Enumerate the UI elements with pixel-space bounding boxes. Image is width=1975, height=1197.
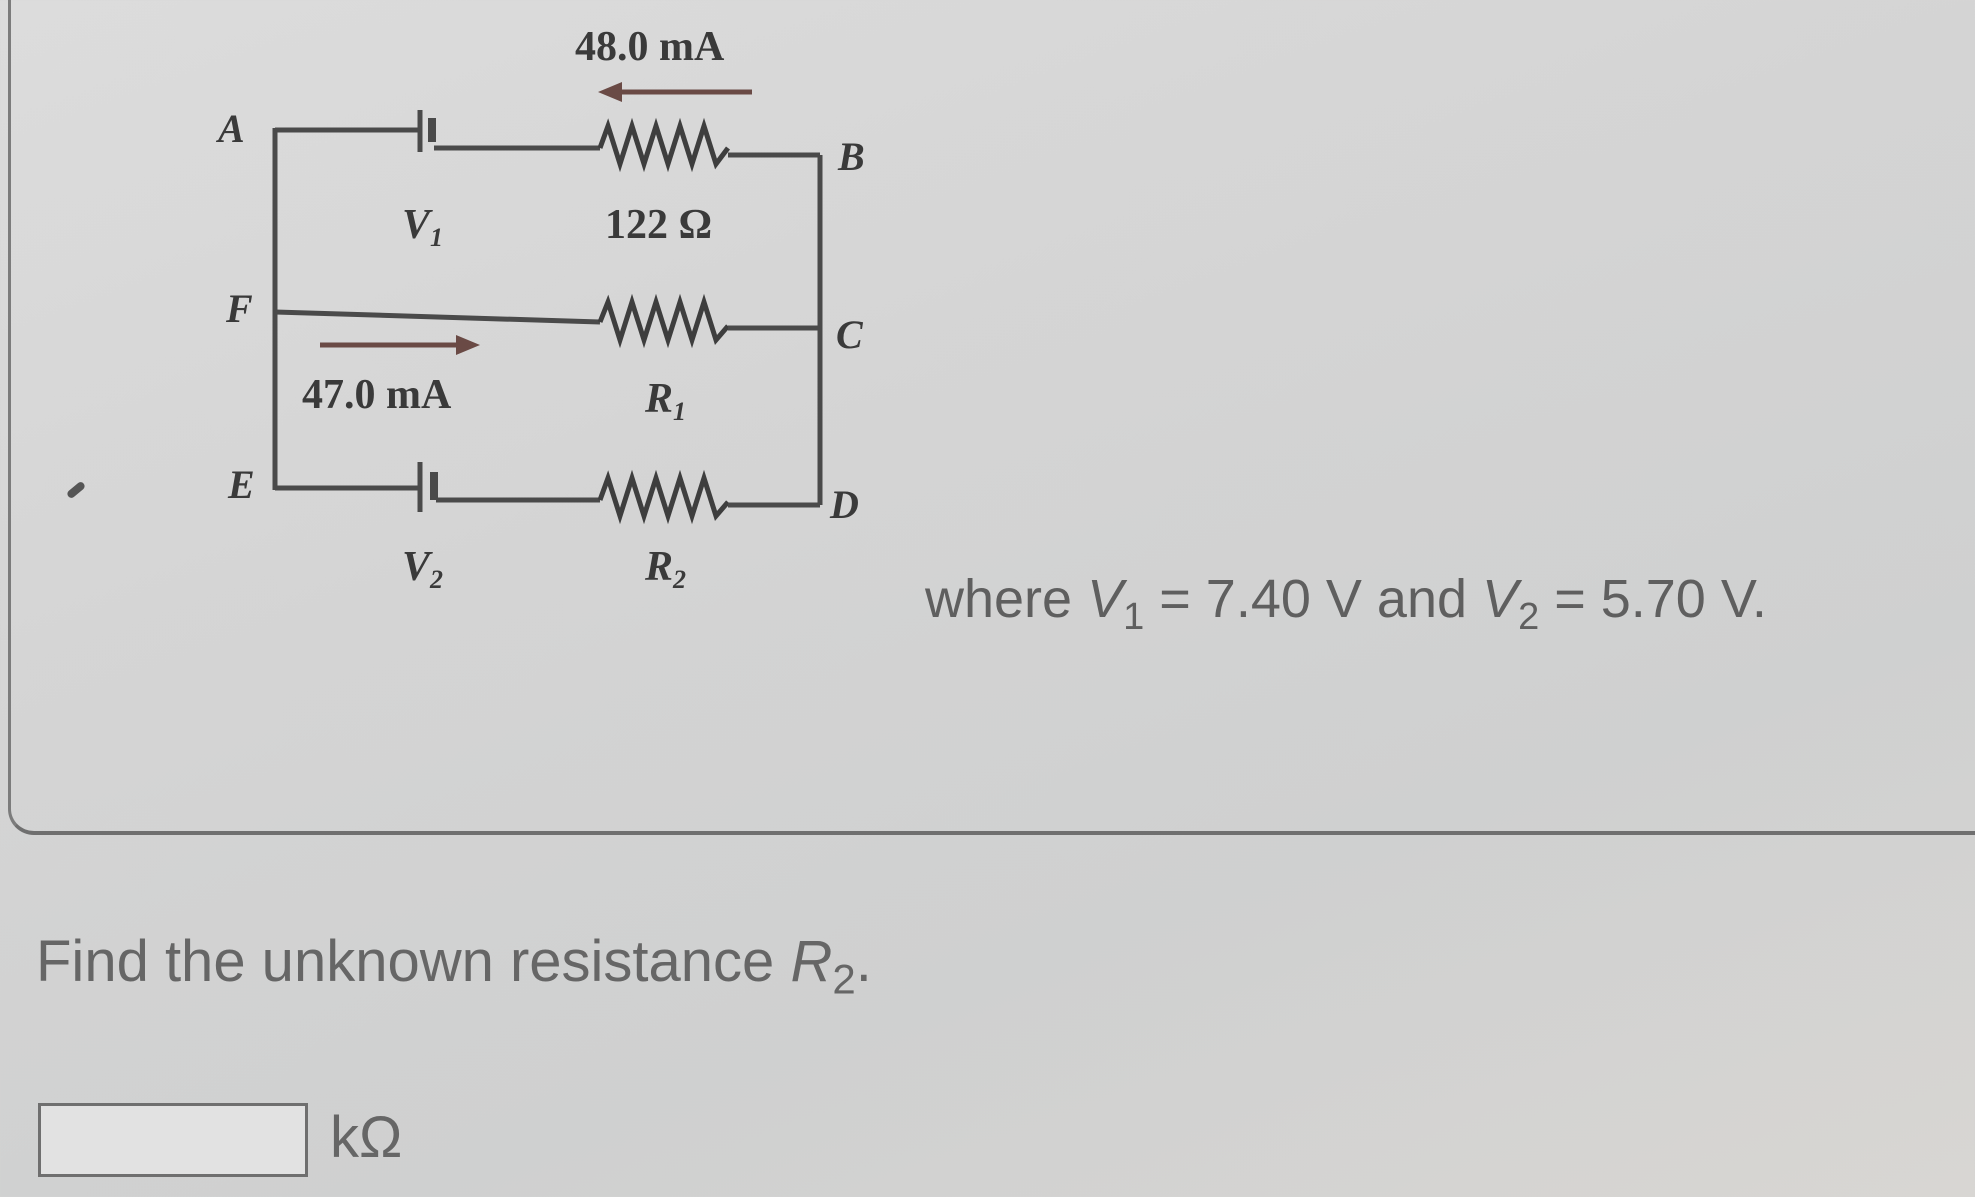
given-values: where V1 = 7.40 V and V2 = 5.70 V.: [925, 568, 1767, 639]
v1-value: = 7.40 V and: [1144, 569, 1483, 629]
question-prefix: Find the unknown resistance: [36, 929, 791, 994]
given-prefix: where: [925, 569, 1088, 629]
battery1-label: V1: [402, 202, 443, 252]
top-current-label: 48.0 mA: [575, 24, 725, 70]
wire-middle-left: [274, 309, 601, 325]
r2-subscript: 2: [832, 955, 856, 1003]
v2-subscript: 2: [1518, 595, 1540, 638]
top-resistor: [597, 117, 730, 173]
middle-current-arrowhead: [456, 335, 480, 355]
node-label-e: E: [227, 462, 255, 507]
top-current-arrowhead: [598, 82, 622, 102]
v1-subscript: 1: [1123, 595, 1145, 638]
resistor1-label: R1: [644, 376, 686, 426]
problem-panel: [8, 0, 1975, 835]
answer-input[interactable]: [38, 1103, 308, 1177]
resistor2-label: R2: [644, 544, 686, 594]
resistor1: [597, 293, 730, 349]
v2-symbol: V: [1482, 569, 1519, 629]
battery2-label: V2: [402, 544, 443, 594]
r2-symbol: R: [790, 929, 833, 994]
top-resistor-label: 122 Ω: [605, 202, 712, 248]
v2-value: = 5.70 V.: [1539, 569, 1767, 629]
question-suffix: .: [855, 929, 872, 994]
node-label-c: C: [836, 312, 864, 357]
answer-unit-label: kΩ: [330, 1105, 403, 1170]
node-label-d: D: [829, 482, 859, 527]
resistor2: [597, 469, 730, 525]
question-prompt: Find the unknown resistance R2.: [36, 928, 872, 1004]
middle-current-label: 47.0 mA: [302, 372, 452, 418]
node-label-a: A: [215, 106, 245, 151]
v1-symbol: V: [1087, 569, 1124, 629]
node-label-b: B: [837, 134, 865, 179]
node-label-f: F: [225, 286, 253, 331]
